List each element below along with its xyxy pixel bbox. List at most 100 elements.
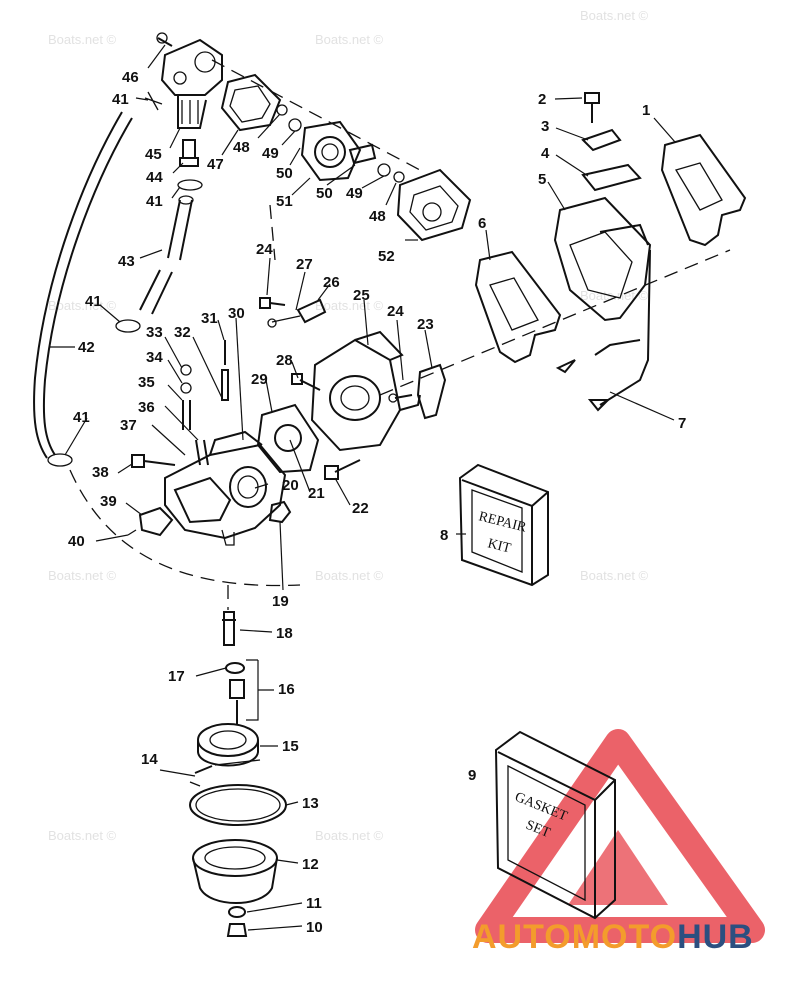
gasket-11-screw-10	[226, 906, 248, 937]
throttle-lever-23	[416, 363, 447, 420]
screw-2	[584, 92, 600, 123]
check-valves-50	[348, 143, 405, 183]
callout-number: 17	[168, 668, 185, 685]
callout-number: 50	[316, 185, 333, 202]
assembly-guide-lines	[69, 59, 731, 610]
watermark: Boats.net ©	[48, 298, 117, 313]
callout-number: 44	[146, 169, 163, 186]
callout-number: 11	[306, 895, 322, 912]
callout-number: 41	[85, 293, 102, 310]
callout-number: 48	[233, 139, 250, 156]
callout-number: 33	[146, 324, 163, 341]
pump-gasket-52	[396, 168, 472, 242]
callout-number: 25	[353, 287, 370, 304]
callout-number: 28	[276, 352, 293, 369]
washer-17	[225, 662, 245, 674]
callout-number: 9	[468, 767, 476, 784]
callout-number: 5	[538, 171, 546, 188]
callout-number: 48	[369, 208, 386, 225]
callout-number: 47	[207, 156, 224, 173]
callout-number: 22	[352, 500, 369, 517]
repair-kit-label-line1: REPAIR	[477, 509, 528, 535]
pump-diaphragm-47	[220, 73, 282, 132]
callout-number: 51	[276, 193, 293, 210]
hose-clamps-41	[47, 319, 141, 467]
gasket-set-label-line1: GASKET	[513, 790, 570, 825]
callout-number: 31	[201, 310, 218, 327]
fuel-pump-upper	[144, 32, 223, 129]
repair-kit-label-line2: KIT	[486, 536, 513, 556]
pump-cover-51	[300, 120, 362, 182]
callout-number: 26	[323, 274, 340, 291]
callout-number: 8	[440, 527, 448, 544]
adapter-plate-25	[310, 330, 421, 452]
watermark: Boats.net ©	[315, 568, 384, 583]
link-26-27	[267, 298, 327, 328]
callout-number: 40	[68, 533, 85, 550]
watermark: Boats.net ©	[315, 32, 384, 47]
repair-kit-box: REPAIR KIT	[458, 463, 549, 587]
brand-wordmark: AUTOMOTOHUB	[472, 918, 754, 957]
callout-number: 41	[112, 91, 129, 108]
brand-wordmark-accent: AUTOMOTO	[472, 918, 678, 956]
reed-stop-3-4	[581, 128, 642, 192]
callout-number: 36	[138, 399, 155, 416]
watermark: Boats.net ©	[580, 8, 649, 23]
brand-logo-triangle	[475, 729, 765, 943]
watermark: Boats.net ©	[315, 298, 384, 313]
cover-39-screw-40	[127, 506, 174, 537]
float-15	[197, 723, 261, 767]
callout-number: 6	[478, 215, 486, 232]
stud-18	[222, 611, 236, 646]
callout-number: 49	[262, 145, 279, 162]
watermark: Boats.net ©	[48, 828, 117, 843]
callout-number: 46	[122, 69, 139, 86]
fuel-line-7	[555, 249, 651, 412]
callout-number: 49	[346, 185, 363, 202]
callout-number: 12	[302, 856, 319, 873]
callout-number: 15	[282, 738, 299, 755]
watermark: Boats.net ©	[315, 828, 384, 843]
gasket-1	[660, 133, 747, 247]
callout-number: 42	[78, 339, 95, 356]
callout-number: 18	[276, 625, 293, 642]
callout-number: 30	[228, 305, 245, 322]
gasket-29	[256, 403, 320, 474]
callout-number: 35	[138, 374, 155, 391]
callout-number: 43	[118, 253, 135, 270]
callout-number: 50	[276, 165, 293, 182]
callout-number: 38	[92, 464, 109, 481]
fuel-hose-42	[33, 111, 133, 459]
pin-spring-14	[189, 765, 213, 787]
callout-number: 41	[73, 409, 90, 426]
callout-number: 1	[642, 102, 650, 119]
callout-number: 41	[146, 193, 163, 210]
nut-19	[268, 500, 292, 524]
callout-number: 52	[378, 248, 395, 265]
callout-number: 24	[387, 303, 404, 320]
hose-fitting-44	[177, 139, 203, 191]
callout-number: 34	[146, 349, 163, 366]
callout-number: 24	[256, 241, 273, 258]
watermark: Boats.net ©	[48, 568, 117, 583]
callout-number: 16	[278, 681, 295, 698]
callout-number: 14	[141, 751, 158, 768]
callout-number: 23	[417, 316, 434, 333]
callout-number: 13	[302, 795, 319, 812]
float-bowl-12	[192, 839, 278, 904]
fuel-hose-43	[139, 195, 194, 315]
watermark-layer: Boats.net © Boats.net © Boats.net © Boat…	[48, 8, 649, 843]
reed-block-5	[553, 196, 652, 322]
callout-number: 27	[296, 256, 313, 273]
callout-number: 45	[145, 146, 162, 163]
callout-numbers: 46 41 45 44 41 47 48 49 50 51 50 49 48 5…	[68, 69, 686, 936]
screw-38	[131, 454, 176, 468]
callout-number: 37	[120, 417, 137, 434]
callout-number: 19	[272, 593, 289, 610]
callout-number: 29	[251, 371, 268, 388]
callout-number: 32	[174, 324, 191, 341]
callout-number: 4	[541, 145, 550, 162]
gasket-13	[189, 784, 287, 826]
callout-number: 3	[541, 118, 549, 135]
